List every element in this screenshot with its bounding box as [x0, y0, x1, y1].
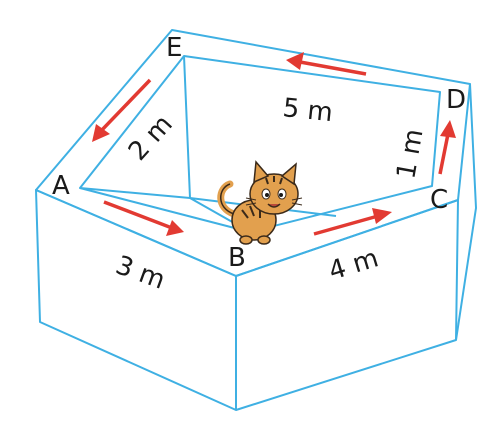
- vertex-labels: A B C D E: [52, 33, 466, 273]
- vertex-label-a: A: [52, 171, 70, 201]
- front-right-face: [235, 199, 459, 411]
- vertex-label-b: B: [228, 243, 246, 273]
- arrow-d-to-e: [286, 52, 367, 76]
- cat-icon: [217, 160, 303, 245]
- inner-floor-lines: [79, 55, 337, 233]
- arrow-b-to-c: [313, 208, 392, 236]
- front-left-face: [35, 189, 237, 411]
- arrow-c-to-d: [438, 120, 456, 175]
- vertex-label-e: E: [166, 33, 182, 63]
- length-label-cd: 1 m: [391, 127, 429, 182]
- arrow-e-to-a: [92, 78, 152, 142]
- length-label-ab: 3 m: [112, 250, 169, 295]
- arrow-a-to-b: [103, 200, 184, 236]
- vertex-label-c: C: [430, 185, 448, 215]
- wall-structure: [35, 29, 477, 411]
- direction-arrows: [92, 52, 456, 236]
- length-label-de: 5 m: [281, 93, 334, 128]
- right-side-face: [455, 83, 477, 341]
- length-label-bc: 4 m: [325, 243, 382, 286]
- rim-inner: [79, 55, 441, 233]
- vertex-label-d: D: [446, 85, 466, 115]
- length-label-ea: 2 m: [123, 109, 179, 166]
